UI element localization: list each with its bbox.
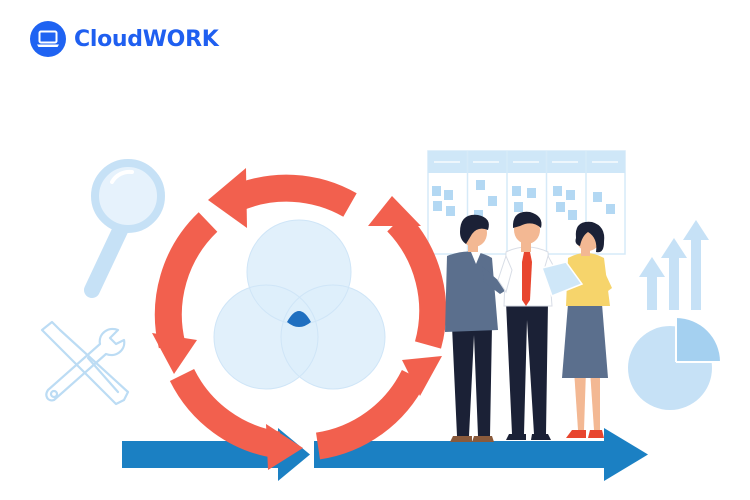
tools-icon [40, 320, 130, 406]
pie-chart-icon [628, 318, 720, 410]
iteration-cycle-arrowheads [152, 168, 442, 470]
magnifier-icon [84, 159, 165, 298]
laptop-icon [30, 21, 66, 57]
growth-arrows-icon [639, 220, 709, 310]
brand-name: CloudWORK [74, 26, 219, 52]
woman-yellow-top [541, 221, 612, 438]
man-white-shirt [497, 211, 561, 440]
iteration-cycle-arrows [154, 174, 447, 460]
brand-logo[interactable]: CloudWORK [30, 21, 219, 57]
venn-diagram [213, 219, 386, 390]
